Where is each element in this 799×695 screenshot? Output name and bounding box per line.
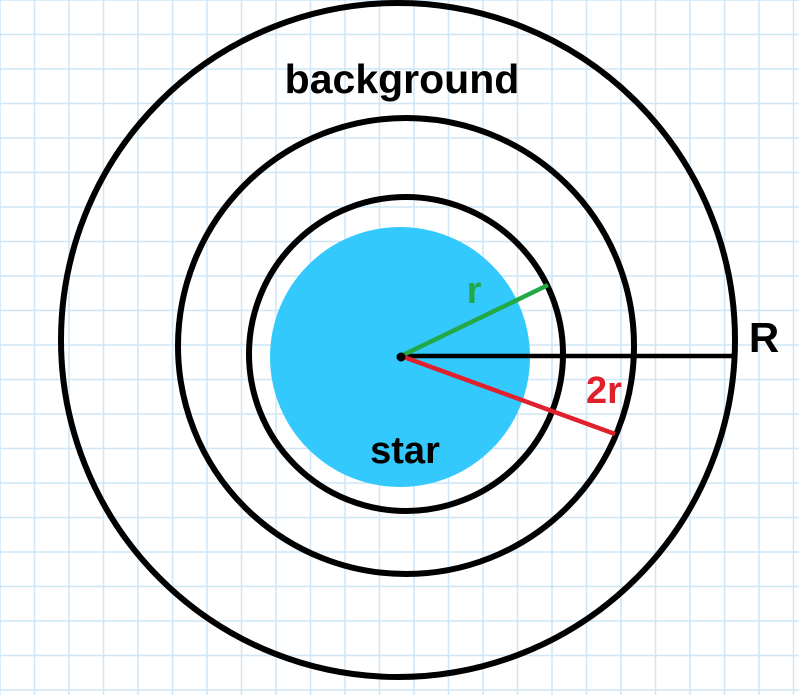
middle-ring-2r (175, 115, 637, 577)
radius-line-2r (400, 353, 616, 437)
star-label: star (370, 430, 440, 472)
background-label: background (285, 56, 520, 102)
r-label: r (467, 270, 482, 312)
outer-ring-R (58, 0, 738, 680)
R-label: R (749, 314, 779, 361)
two-r-label: 2r (586, 370, 622, 412)
center-point (396, 352, 406, 362)
radius-line-r (400, 282, 549, 359)
